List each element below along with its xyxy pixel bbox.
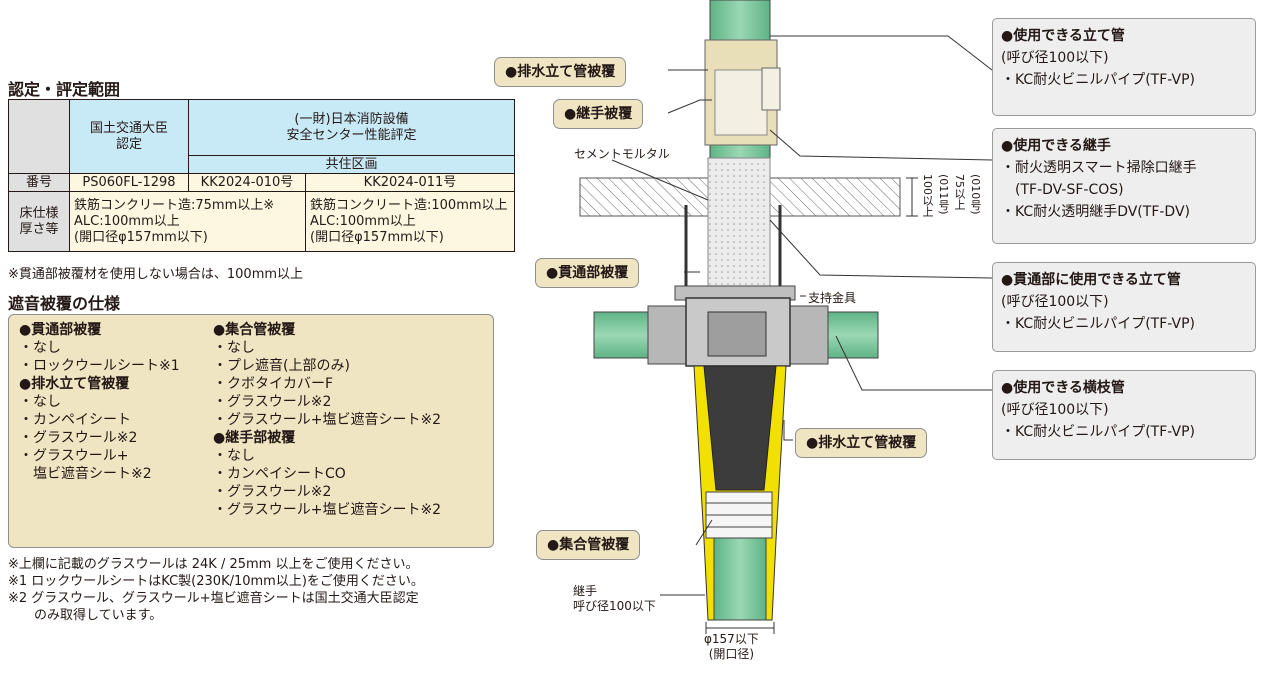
callout-penetration-cover: ●貫通部被覆	[535, 258, 640, 288]
spec-item: ・カンペイシートCO	[213, 466, 346, 482]
bottom-notes: ※上欄に記載のグラスウールは 24K / 25mm 以上をご使用ください。 ※1…	[8, 556, 424, 624]
number-010: KK2024-010号	[188, 173, 306, 192]
info-box-line: (TF-DV-SF-COS)	[1001, 182, 1124, 198]
spec-column-left: ●貫通部被覆・なし・ロックウールシート※1●排水立て管被覆・なし・カンペイシート…	[19, 321, 180, 483]
spec-item: ・グラスウール+	[19, 448, 129, 464]
spec-heading: ●集合管被覆	[213, 322, 296, 338]
spec-item: ・グラスウール※2	[19, 430, 138, 446]
spec-item: 塩ビ遮音シート※2	[19, 466, 152, 482]
row-label-floor: 床仕様 厚さ等	[8, 191, 70, 252]
spec-item: ・ロックウールシート※1	[19, 358, 180, 374]
branch-pipe-left	[593, 311, 655, 359]
info-box-title: ●使用できる横枝管	[1001, 380, 1125, 396]
floor-slab-left	[579, 177, 709, 217]
spec-item: ・なし	[213, 340, 255, 356]
soundproof-spec-box: ●貫通部被覆・なし・ロックウールシート※1●排水立て管被覆・なし・カンペイシート…	[8, 314, 494, 548]
note-line: ※上欄に記載のグラスウールは 24K / 25mm 以上をご使用ください。	[8, 557, 419, 572]
callout-assembly-cover: ●集合管被覆	[536, 530, 641, 560]
floor-spec-010: 鉄筋コンクリート造:75mm以上※ ALC:100mm以上 (開口径φ157mm…	[69, 191, 306, 252]
spec-heading: ●貫通部被覆	[19, 322, 102, 338]
info-box-branch-pipe: ●使用できる横枝管 (呼び径100以下) ・KC耐火ビニルパイプ(TF-VP)	[992, 370, 1256, 460]
spec-item: ・なし	[19, 340, 61, 356]
info-box-line: (呼び径100以下)	[1001, 402, 1109, 418]
spec-item: ・グラスウール※2	[213, 484, 332, 500]
number-011: KK2024-011号	[305, 173, 515, 192]
label-joint-note: 継手 呼び径100以下	[573, 584, 656, 613]
spec-item: ・プレ遮音(上部のみ)	[213, 358, 350, 374]
spec-item: ・クボタイカバーF	[213, 376, 334, 392]
spec-item: ・カンペイシート	[19, 412, 131, 428]
info-box-title: ●貫通部に使用できる立て管	[1001, 272, 1181, 288]
label-thickness-75: 75以上	[953, 174, 966, 210]
number-mlit: PS060FL-1298	[69, 173, 189, 192]
spec-heading: ●排水立て管被覆	[19, 376, 130, 392]
header-kyoju: 共住区画	[188, 155, 515, 174]
floor-spec-011: 鉄筋コンクリート造:100mm以上 ALC:100mm以上 (開口径φ157mm…	[305, 191, 515, 252]
spec-item: ・なし	[19, 394, 61, 410]
info-box-line: ・耐火透明スマート掃除口継手	[1001, 160, 1197, 176]
label-cement-mortar: セメントモルタル	[574, 147, 670, 161]
info-box-line: (呼び径100以下)	[1001, 294, 1109, 310]
info-box-title: ●使用できる立て管	[1001, 28, 1125, 44]
info-box-line: ・KC耐火ビニルパイプ(TF-VP)	[1001, 316, 1195, 332]
header-fire-center: (一財)日本消防設備 安全センター性能評定	[188, 99, 515, 156]
callout-joint-cover: ●継手被覆	[553, 99, 644, 129]
spec-section-title: 遮音被覆の仕様	[8, 294, 121, 313]
spec-item: ・グラスウール※2	[213, 394, 332, 410]
info-box-penetration-pipe: ●貫通部に使用できる立て管 (呼び径100以下) ・KC耐火ビニルパイプ(TF-VP…	[992, 262, 1256, 352]
assembly-core	[703, 365, 777, 491]
note-line: ※2 グラスウール、グラスウール+塩ビ遮音シートは国土交通大臣認定	[8, 591, 419, 606]
label-thickness-010: (010号)	[969, 174, 982, 215]
label-thickness-011: (011号)	[937, 174, 950, 215]
label-support: 支持金具	[808, 291, 857, 305]
certification-table: 国土交通大臣 認定 (一財)日本消防設備 安全センター性能評定 共住区画 番号 …	[8, 99, 515, 252]
callout-drain-cover-mid: ●排水立て管被覆	[795, 428, 928, 458]
note-line: のみ取得しています。	[8, 608, 163, 623]
info-box-title: ●使用できる継手	[1001, 138, 1111, 154]
info-box-line: ・KC耐火ビニルパイプ(TF-VP)	[1001, 424, 1195, 440]
info-box-line: ・KC耐火透明継手DV(TF-DV)	[1001, 204, 1190, 220]
info-box-line: ・KC耐火ビニルパイプ(TF-VP)	[1001, 72, 1195, 88]
info-box-joint: ●使用できる継手・耐火透明スマート掃除口継手 (TF-DV-SF-COS) ・KC…	[992, 128, 1256, 244]
spec-item: ・グラスウール+塩ビ遮音シート※2	[213, 412, 442, 428]
floor-slab-right	[769, 177, 901, 217]
cert-section-title: 認定・評定範囲	[8, 80, 121, 99]
lower-drain-pipe	[713, 537, 767, 621]
label-opening: φ157以下 (開口径)	[704, 632, 759, 661]
branch-pipe-right	[825, 311, 879, 359]
note-line: ※1 ロックウールシートはKC製(230K/10mm以上)をご使用ください。	[8, 574, 424, 589]
table-footnote: ※貫通部被覆材を使用しない場合は、100mm以上	[8, 267, 304, 282]
callout-drain-cover-top: ●排水立て管被覆	[494, 57, 627, 87]
spec-item: ・グラスウール+塩ビ遮音シート※2	[213, 502, 442, 518]
spec-item: ・なし	[213, 448, 255, 464]
info-box-vertical-pipe: ●使用できる立て管 (呼び径100以下) ・KC耐火ビニルパイプ(TF-VP)	[992, 18, 1256, 116]
spec-column-right: ●集合管被覆・なし・プレ遮音(上部のみ)・クボタイカバーF・グラスウール※2・グ…	[213, 321, 441, 519]
label-thickness: 100以上	[921, 174, 934, 217]
info-box-line: (呼び径100以下)	[1001, 50, 1109, 66]
spec-heading: ●継手部被覆	[213, 430, 296, 446]
